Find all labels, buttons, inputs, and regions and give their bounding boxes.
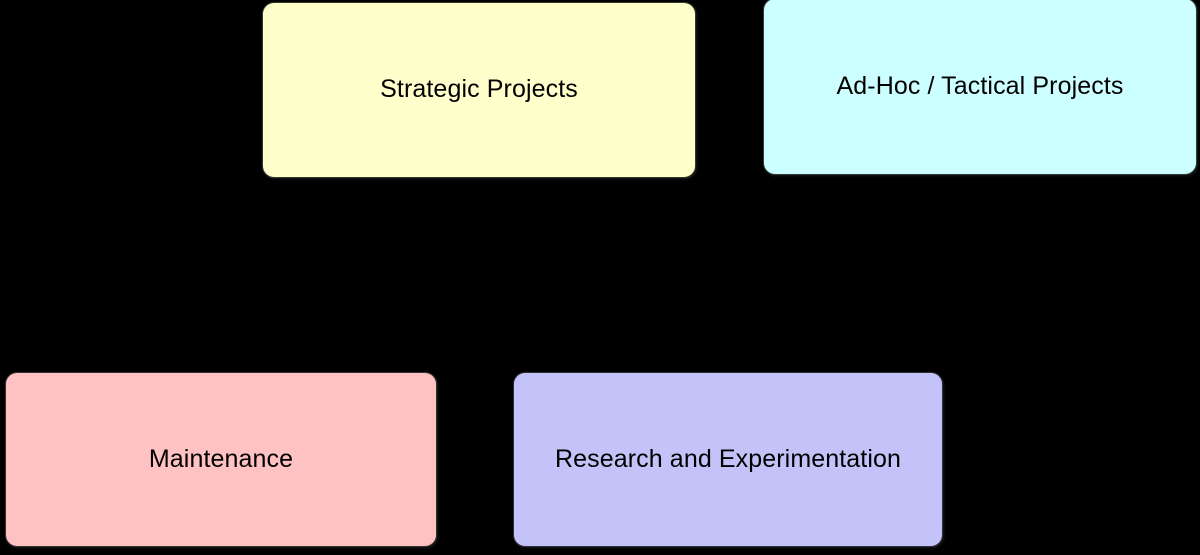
node-adhoc-tactical-projects-label: Ad-Hoc / Tactical Projects (836, 71, 1124, 100)
node-research-experimentation-label: Research and Experimentation (554, 444, 902, 473)
node-adhoc-tactical-projects[interactable]: Ad-Hoc / Tactical Projects (763, 0, 1197, 175)
node-research-experimentation[interactable]: Research and Experimentation (513, 372, 943, 547)
node-maintenance[interactable]: Maintenance (5, 372, 437, 547)
node-strategic-projects[interactable]: Strategic Projects (262, 2, 696, 178)
node-strategic-projects-label: Strategic Projects (380, 75, 578, 104)
node-maintenance-label: Maintenance (148, 444, 294, 473)
